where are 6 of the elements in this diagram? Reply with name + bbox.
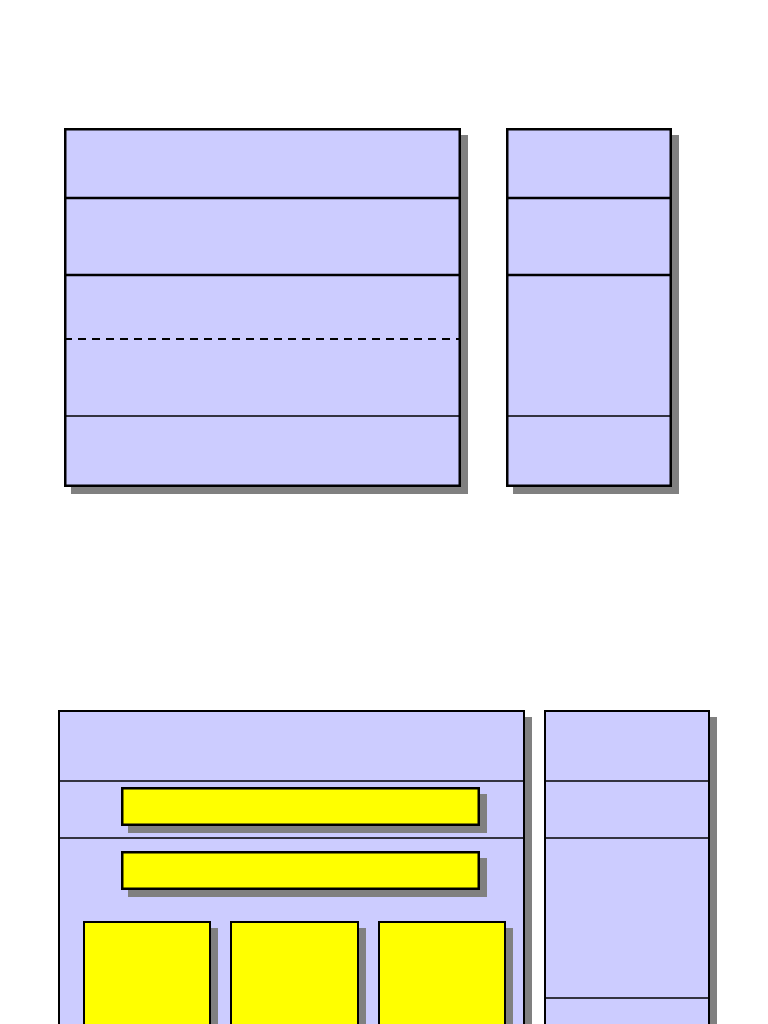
nested-box — [121, 787, 487, 833]
panel-box — [544, 710, 717, 1024]
nested-box — [121, 851, 487, 897]
panel-box — [64, 128, 468, 494]
panel-box — [58, 710, 532, 1024]
panel-box — [506, 128, 679, 494]
